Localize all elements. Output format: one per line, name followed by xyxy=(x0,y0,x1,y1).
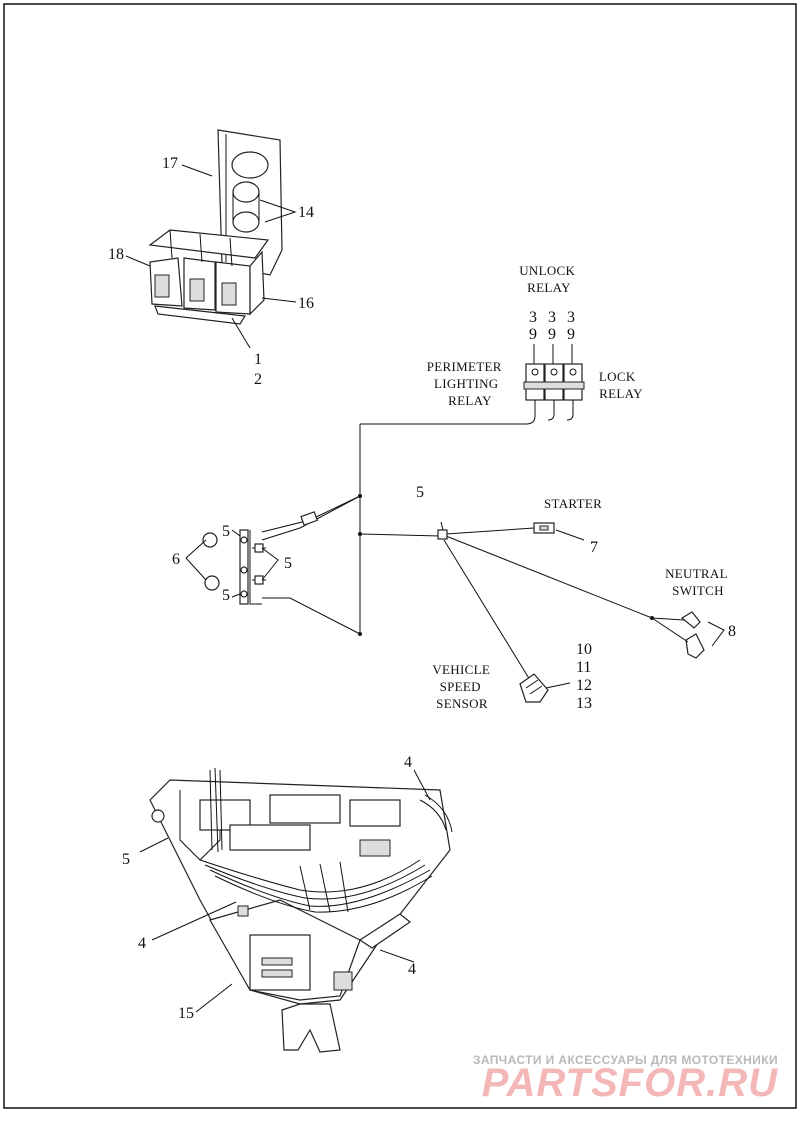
vehicle-speed-sensor-caption: VEHICLE SPEED SENSOR xyxy=(432,662,493,711)
relay-bracket-assembly xyxy=(148,129,283,325)
callout-5-splice: 5 xyxy=(416,484,424,501)
callout-1: 1 xyxy=(254,351,262,368)
callout-4-left: 4 xyxy=(138,935,146,952)
diagram-border xyxy=(3,3,797,1109)
callout-10: 10 xyxy=(576,641,592,658)
callout-13: 13 xyxy=(576,695,592,712)
callout-8: 8 xyxy=(728,623,736,640)
mid-terminal-9: 9 xyxy=(548,326,556,343)
mid-terminal-3: 3 xyxy=(548,309,556,326)
perimeter-lighting-relay-caption: PERIMETER LIGHTING RELAY xyxy=(427,359,506,408)
callout-7: 7 xyxy=(590,539,598,556)
lock-relay-caption: LOCK RELAY xyxy=(599,369,643,401)
callout-5-ground-top: 5 xyxy=(222,523,230,540)
callout-17: 17 xyxy=(162,155,178,172)
callout-4-right: 4 xyxy=(408,961,416,978)
callout-4-top: 4 xyxy=(404,754,412,771)
callout-12: 12 xyxy=(576,677,592,694)
lock-terminal-3: 3 xyxy=(567,309,575,326)
relay-connectors xyxy=(360,363,585,425)
wiring-harness xyxy=(185,424,725,703)
starter-caption: STARTER xyxy=(544,496,602,511)
electrical-box-assembly xyxy=(149,767,453,1053)
callout-5-box: 5 xyxy=(122,851,130,868)
unlock-terminal-9: 9 xyxy=(529,326,537,343)
callout-11: 11 xyxy=(576,659,591,676)
watermark-brand: PARTSFOR.RU xyxy=(482,1061,778,1105)
neutral-switch-caption: NEUTRAL SWITCH xyxy=(665,566,731,598)
callout-5-ground-mid: 5 xyxy=(284,555,292,572)
callout-18: 18 xyxy=(108,246,124,263)
unlock-terminal-3: 3 xyxy=(529,309,537,326)
watermark-tagline: ЗАПЧАСТИ И АКСЕССУАРЫ ДЛЯ МОТОТЕХНИКИ xyxy=(473,1053,778,1067)
callout-5-ground-bottom: 5 xyxy=(222,587,230,604)
unlock-relay-caption: UNLOCK RELAY xyxy=(519,263,579,295)
callout-15: 15 xyxy=(178,1005,194,1022)
lock-terminal-9: 9 xyxy=(567,326,575,343)
callout-14: 14 xyxy=(298,204,314,221)
callout-16: 16 xyxy=(298,295,314,312)
callout-2: 2 xyxy=(254,371,262,388)
callout-6: 6 xyxy=(172,551,180,568)
